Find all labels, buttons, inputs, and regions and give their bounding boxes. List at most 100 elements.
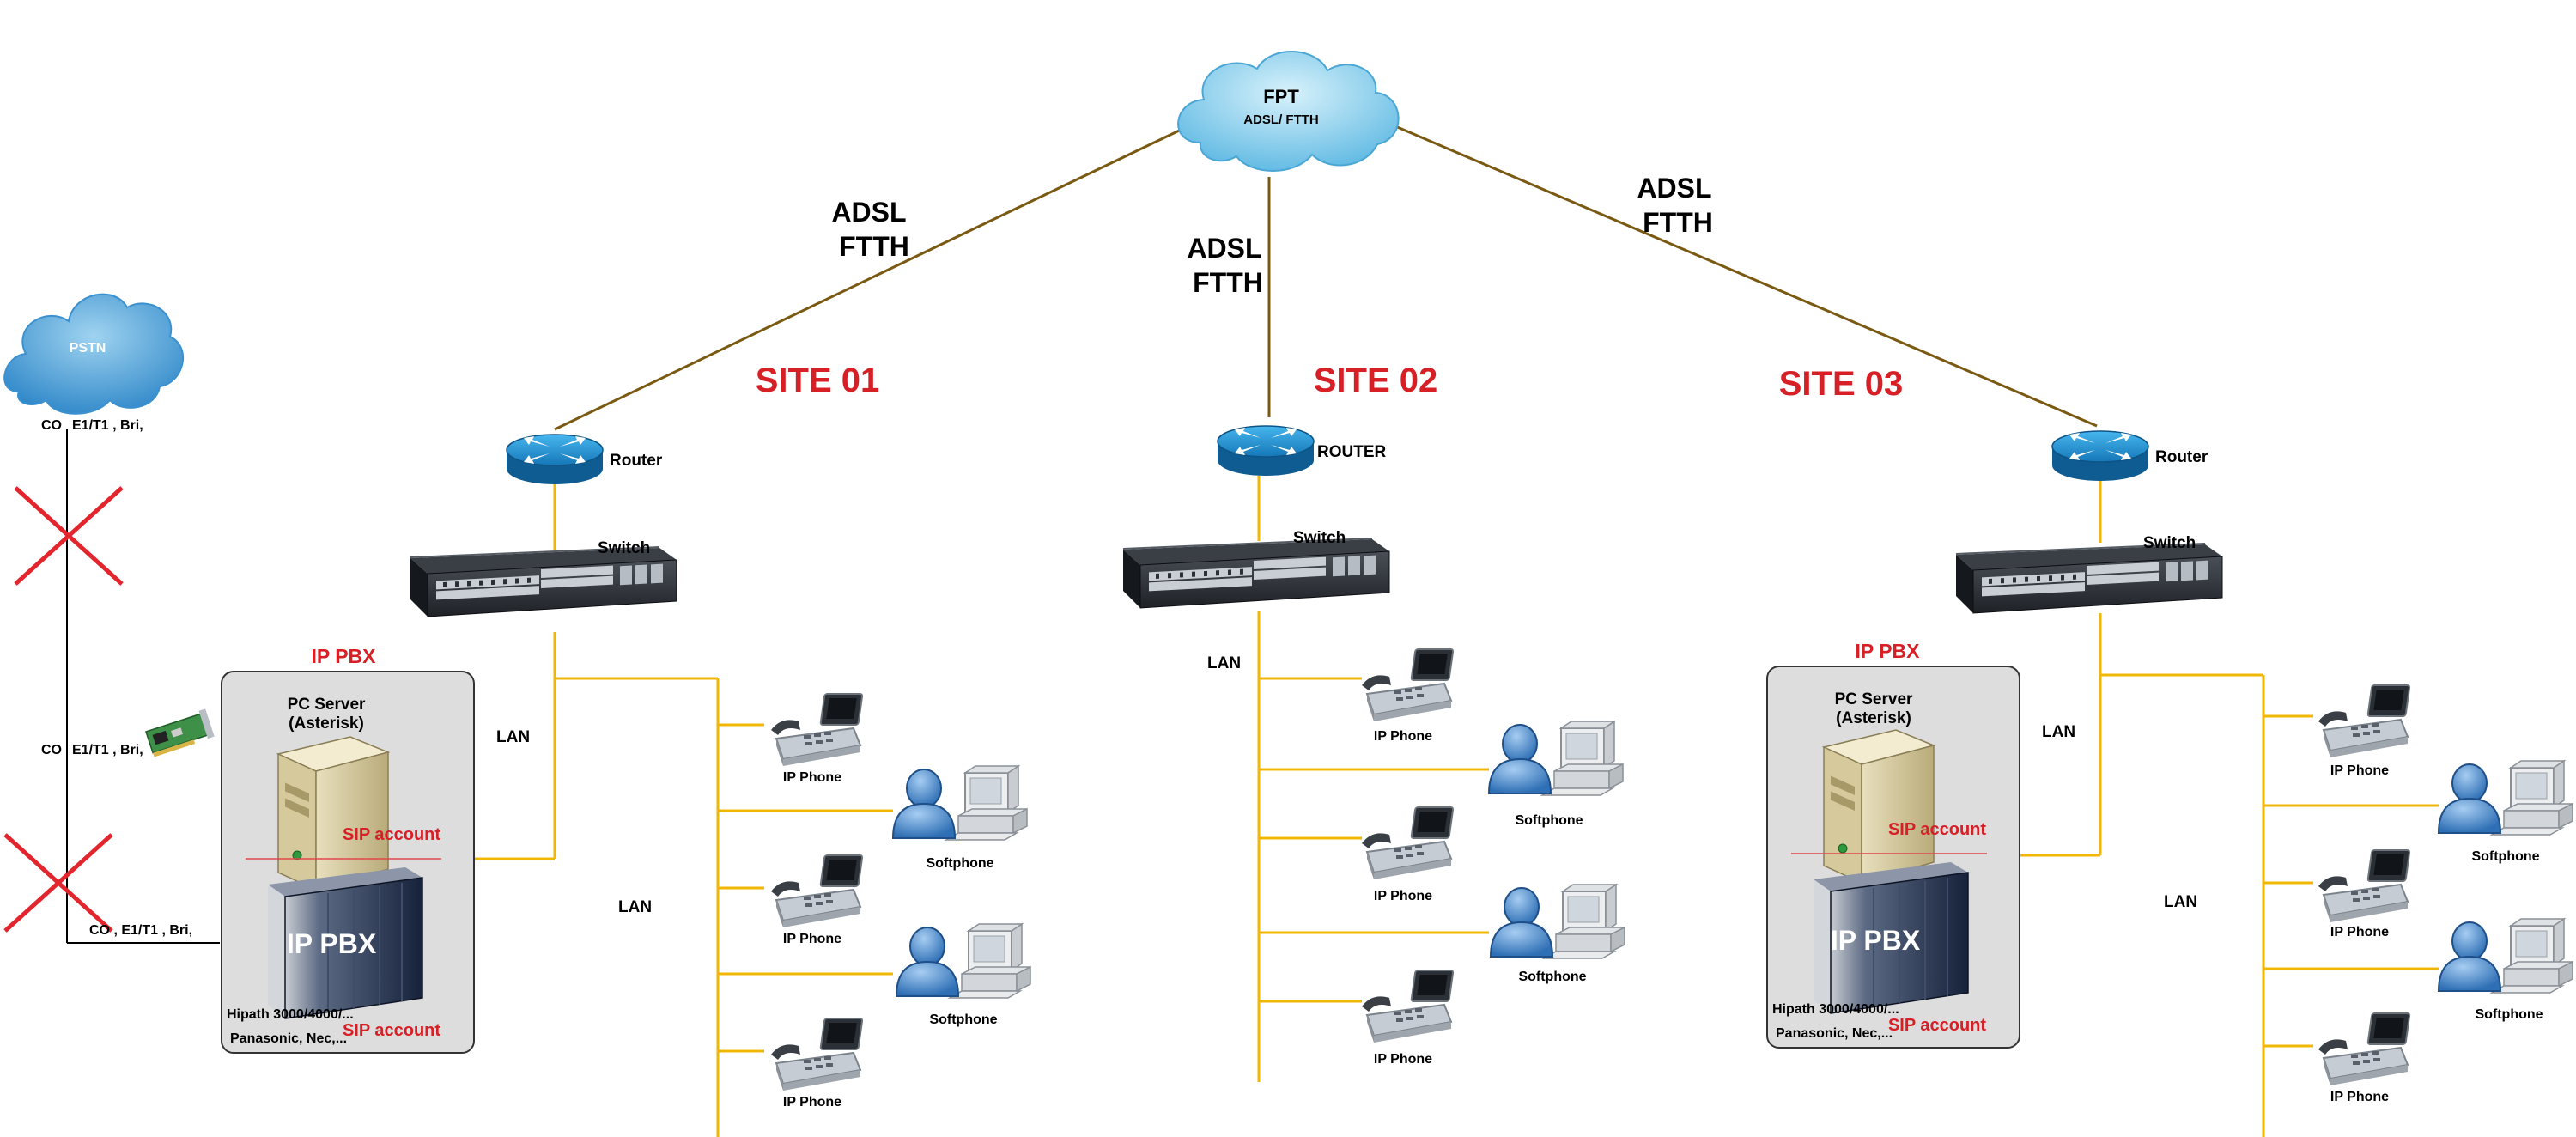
ip-phone-label: IP Phone (783, 770, 841, 785)
server-label-2: (Asterisk) (289, 714, 364, 733)
link-label-left-1: ADSL (831, 197, 906, 228)
pstn-line-middle: CO E1/T1 , Bri, (41, 708, 215, 757)
softphone-site-03-1: Softphone (2438, 760, 2573, 864)
sip-account-bottom: SIP account (1888, 1016, 1986, 1035)
pbx-box-site-01: IP PBX PC Server (Asterisk) SIP account … (221, 645, 475, 1054)
ip-phone-site-01-1: IP Phone (770, 693, 864, 785)
ip-phone-icon (1361, 970, 1455, 1043)
pbx-box-title: IP PBX (312, 645, 377, 667)
ip-phone-site-01-3: IP Phone (770, 1018, 864, 1110)
ip-phone-site-03-3: IP Phone (2318, 1012, 2411, 1104)
server-label-1: PC Server (288, 696, 366, 714)
pstn-links (66, 429, 220, 944)
pbx-hardware-text: IP PBX (287, 928, 377, 959)
site-02-title: SITE 02 (1314, 362, 1438, 399)
pci-card-icon (145, 708, 215, 757)
softphone-icon (1488, 721, 1624, 796)
ip-phone-icon (770, 854, 864, 928)
pbx-model-2: Panasonic, Nec,... (1776, 1026, 1893, 1041)
ip-phone-site-03-1: IP Phone (2318, 684, 2411, 778)
trunk-label: E1/T1 , Bri, (72, 418, 143, 433)
softphone-label: Softphone (1515, 813, 1583, 828)
pbx-hardware-text: IP PBX (1831, 925, 1921, 956)
sip-account-top: SIP account (343, 825, 440, 844)
ip-phone-label: IP Phone (2330, 925, 2389, 939)
ip-phone-label: IP Phone (783, 1095, 841, 1110)
cloud-icon (1177, 51, 1400, 172)
ip-phone-icon (1361, 648, 1455, 722)
switch-label: Switch (2143, 534, 2196, 552)
ip-phone-icon (2318, 849, 2411, 923)
co-label: CO (41, 418, 62, 433)
pstn-label: PSTN (70, 341, 106, 356)
link-label-left-2: FTTH (839, 231, 909, 262)
softphone-label: Softphone (926, 856, 993, 871)
cloud-title: FPT (1263, 86, 1299, 107)
sip-account-bottom: SIP account (343, 1021, 440, 1040)
link-label-right-2: FTTH (1643, 207, 1713, 238)
pbx-box-title: IP PBX (1856, 640, 1921, 662)
link-label-center-2: FTTH (1193, 267, 1263, 298)
pstn-cloud-icon (3, 293, 184, 415)
softphone-icon (1490, 884, 1625, 959)
router-label: ROUTER (1317, 443, 1387, 461)
pbx-model-2: Panasonic, Nec,... (230, 1031, 347, 1046)
link-label-right-1: ADSL (1637, 173, 1711, 204)
ip-phone-site-02-2: IP Phone (1361, 806, 1455, 903)
trunk-label: E1/T1 , Bri, (72, 743, 143, 757)
lan-label-site-03-a: LAN (2042, 723, 2075, 741)
ip-phone-icon (770, 693, 864, 767)
ip-phone-label: IP Phone (783, 932, 841, 946)
disconnected-x-icon (15, 488, 122, 584)
softphone-site-02-2: Softphone (1490, 884, 1625, 984)
wan-line-site-01 (554, 122, 1194, 431)
ip-phone-site-02-3: IP Phone (1361, 970, 1455, 1067)
wan-labels: ADSL FTTH ADSL FTTH ADSL FTTH (831, 173, 1712, 298)
switch-site-03: Switch (1955, 534, 2223, 614)
sip-account-top: SIP account (1888, 820, 1986, 839)
ip-phone-site-01-2: IP Phone (770, 854, 864, 946)
router-icon (2051, 430, 2149, 482)
softphone-label: Softphone (2471, 849, 2539, 864)
switch-icon (1122, 537, 1390, 609)
softphone-site-01-1: Softphone (892, 765, 1028, 871)
softphone-icon (2438, 918, 2573, 994)
co-label: CO (41, 743, 62, 757)
softphone-site-01-2: Softphone (896, 923, 1031, 1027)
router-label: Router (2155, 448, 2208, 466)
softphone-label: Softphone (2475, 1007, 2543, 1022)
cloud-subtitle: ADSL/ FTTH (1243, 112, 1319, 127)
switch-site-01: Switch (410, 539, 677, 617)
pstn-line-top: CO E1/T1 , Bri, (41, 418, 143, 433)
switch-icon (1955, 542, 2223, 614)
router-site-03: Router (2051, 430, 2208, 482)
switch-label: Switch (598, 539, 650, 557)
lan-links (474, 476, 2439, 1137)
softphone-site-02-1: Softphone (1488, 721, 1624, 828)
switch-label: Switch (1293, 529, 1346, 547)
router-label: Router (610, 452, 663, 470)
router-icon (1217, 425, 1315, 477)
softphone-icon (2438, 760, 2573, 836)
disconnected-x-icon (5, 835, 112, 931)
ip-phone-label: IP Phone (1374, 889, 1432, 903)
softphone-icon (892, 765, 1028, 841)
softphone-label: Softphone (1518, 970, 1586, 984)
ip-phone-site-02-1: IP Phone (1361, 648, 1455, 744)
server-label-2: (Asterisk) (1836, 709, 1911, 727)
softphone-site-03-2: Softphone (2438, 918, 2573, 1022)
router-site-01: Router (506, 434, 663, 485)
ip-phone-label: IP Phone (2330, 1090, 2389, 1104)
ip-phone-label: IP Phone (1374, 729, 1432, 744)
server-label-1: PC Server (1835, 690, 1913, 708)
softphone-label: Softphone (929, 1012, 997, 1027)
wan-links (554, 117, 2098, 431)
ip-phone-icon (1361, 806, 1455, 880)
wan-line-site-03 (1376, 117, 2098, 428)
ip-phone-icon (2318, 684, 2411, 758)
pc-server-icon (277, 736, 389, 891)
site-03-title: SITE 03 (1779, 365, 1904, 403)
pc-server-icon (1823, 729, 1935, 884)
softphone-icon (896, 923, 1031, 999)
